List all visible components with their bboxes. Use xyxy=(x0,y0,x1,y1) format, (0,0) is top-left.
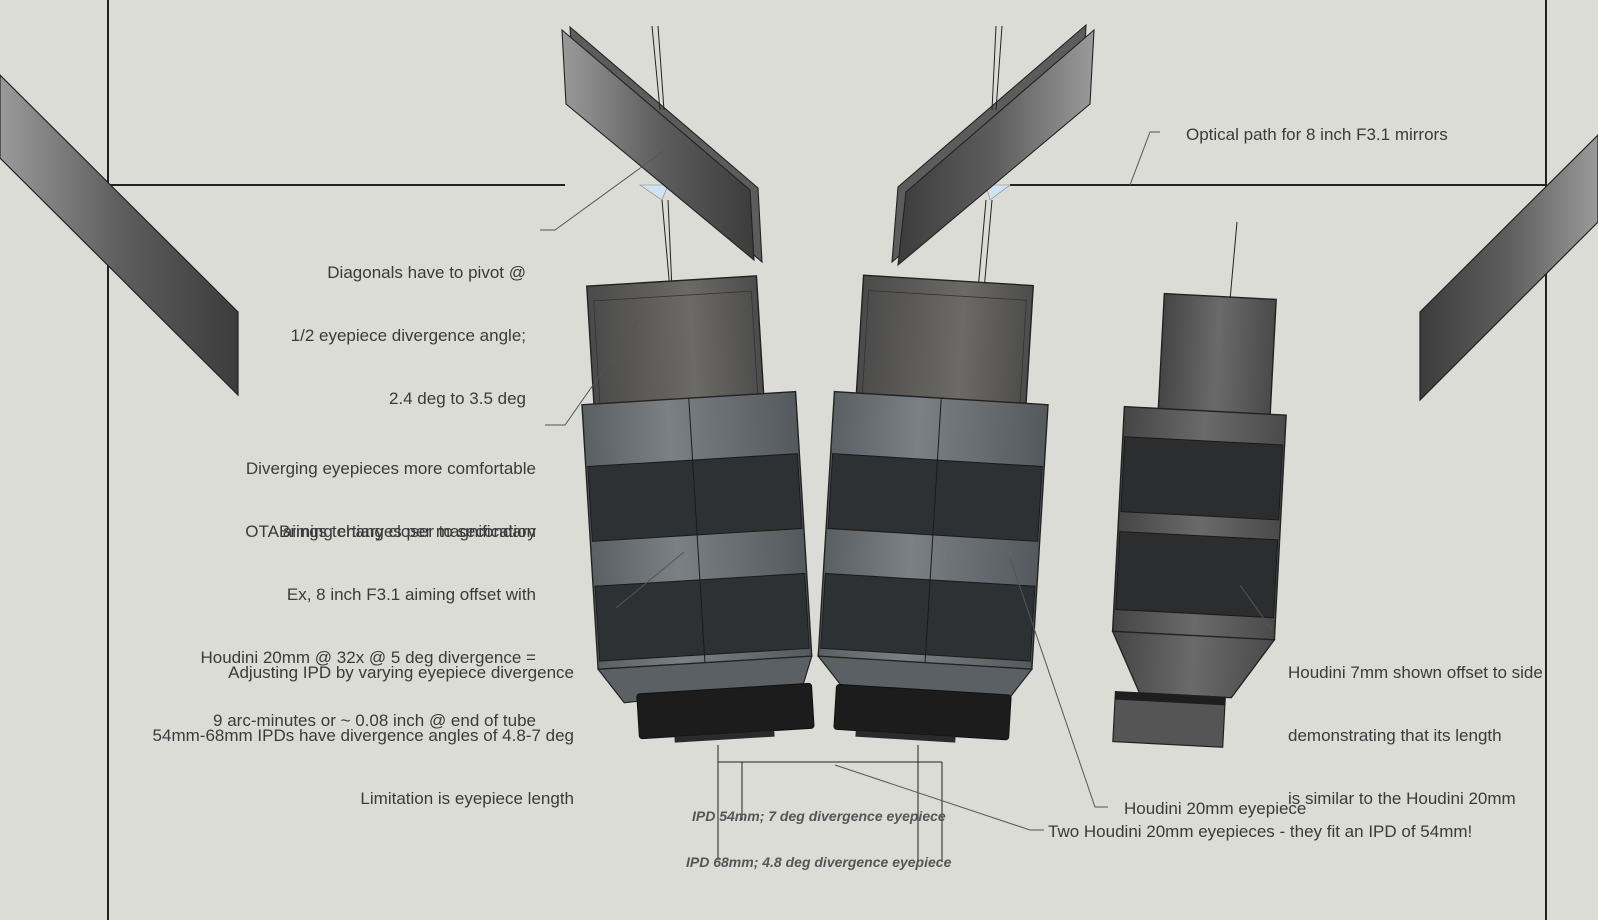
ota-aiming-note: OTA aiming changes per magnification Ex,… xyxy=(160,479,536,752)
ipd-adjust-line-3: Limitation is eyepiece length xyxy=(360,789,574,808)
left-light-cone xyxy=(639,184,669,201)
houdini-20mm-label: Houdini 20mm eyepiece xyxy=(1124,799,1307,818)
ipd-adjust-line-1: Adjusting IPD by varying eyepiece diverg… xyxy=(228,663,574,682)
ipd-54mm-label: IPD 54mm; 7 deg divergence eyepiece xyxy=(692,808,946,824)
light-ray-lines xyxy=(651,25,1238,301)
diverging-note-line-2: Brings tertiary closer to secondary xyxy=(279,522,536,541)
right-houdini-20mm-eyepiece xyxy=(816,274,1049,743)
houdini-7mm-line-2: demonstrating that its length xyxy=(1288,726,1502,745)
houdini-7mm-line-3: is similar to the Houdini 20mm xyxy=(1288,789,1516,808)
diverging-note: Diverging eyepieces more comfortable Bri… xyxy=(200,416,536,563)
left-houdini-20mm-eyepiece xyxy=(581,275,815,743)
left-primary-mirror xyxy=(0,74,239,397)
houdini-7mm-line-1: Houdini 7mm shown offset to side xyxy=(1288,663,1543,682)
diagonals-note-line-2: 1/2 eyepiece divergence angle; xyxy=(290,326,526,345)
right-light-cone xyxy=(985,184,1011,201)
ipd-dimension-lines xyxy=(717,745,943,860)
houdini-7mm-eyepiece xyxy=(1111,292,1287,748)
houdini-7mm-note: Houdini 7mm shown offset to side demonst… xyxy=(1288,620,1543,830)
right-primary-mirror xyxy=(1419,134,1598,402)
right-diagonal-mirror xyxy=(891,23,1095,267)
ota-aiming-line-2: Ex, 8 inch F3.1 aiming offset with xyxy=(286,585,536,604)
ipd-adjust-note: Adjusting IPD by varying eyepiece diverg… xyxy=(100,620,574,830)
ipd-68mm-label: IPD 68mm; 4.8 deg divergence eyepiece xyxy=(686,854,952,870)
diagonals-note: Diagonals have to pivot @ 1/2 eyepiece d… xyxy=(250,220,526,430)
ota-aiming-line-4: 9 arc-minutes or ~ 0.08 inch @ end of tu… xyxy=(213,711,536,730)
diagonals-note-line-3: 2.4 deg to 3.5 deg xyxy=(388,389,526,408)
diverging-note-line-1: Diverging eyepieces more comfortable xyxy=(245,459,536,478)
ota-aiming-line-1: OTA aiming changes per magnification xyxy=(245,522,536,541)
ota-aiming-line-3: Houdini 20mm @ 32x @ 5 deg divergence = xyxy=(200,648,536,667)
optical-path-label: Optical path for 8 inch F3.1 mirrors xyxy=(1186,125,1448,144)
optical-path-frame xyxy=(107,0,1547,920)
ipd-adjust-line-2: 54mm-68mm IPDs have divergence angles of… xyxy=(152,726,574,745)
left-diagonal-mirror xyxy=(561,25,763,264)
leader-lines xyxy=(540,131,1273,831)
diagonals-note-line-1: Diagonals have to pivot @ xyxy=(327,263,526,282)
two-houdini-label: Two Houdini 20mm eyepieces - they fit an… xyxy=(1048,822,1473,841)
